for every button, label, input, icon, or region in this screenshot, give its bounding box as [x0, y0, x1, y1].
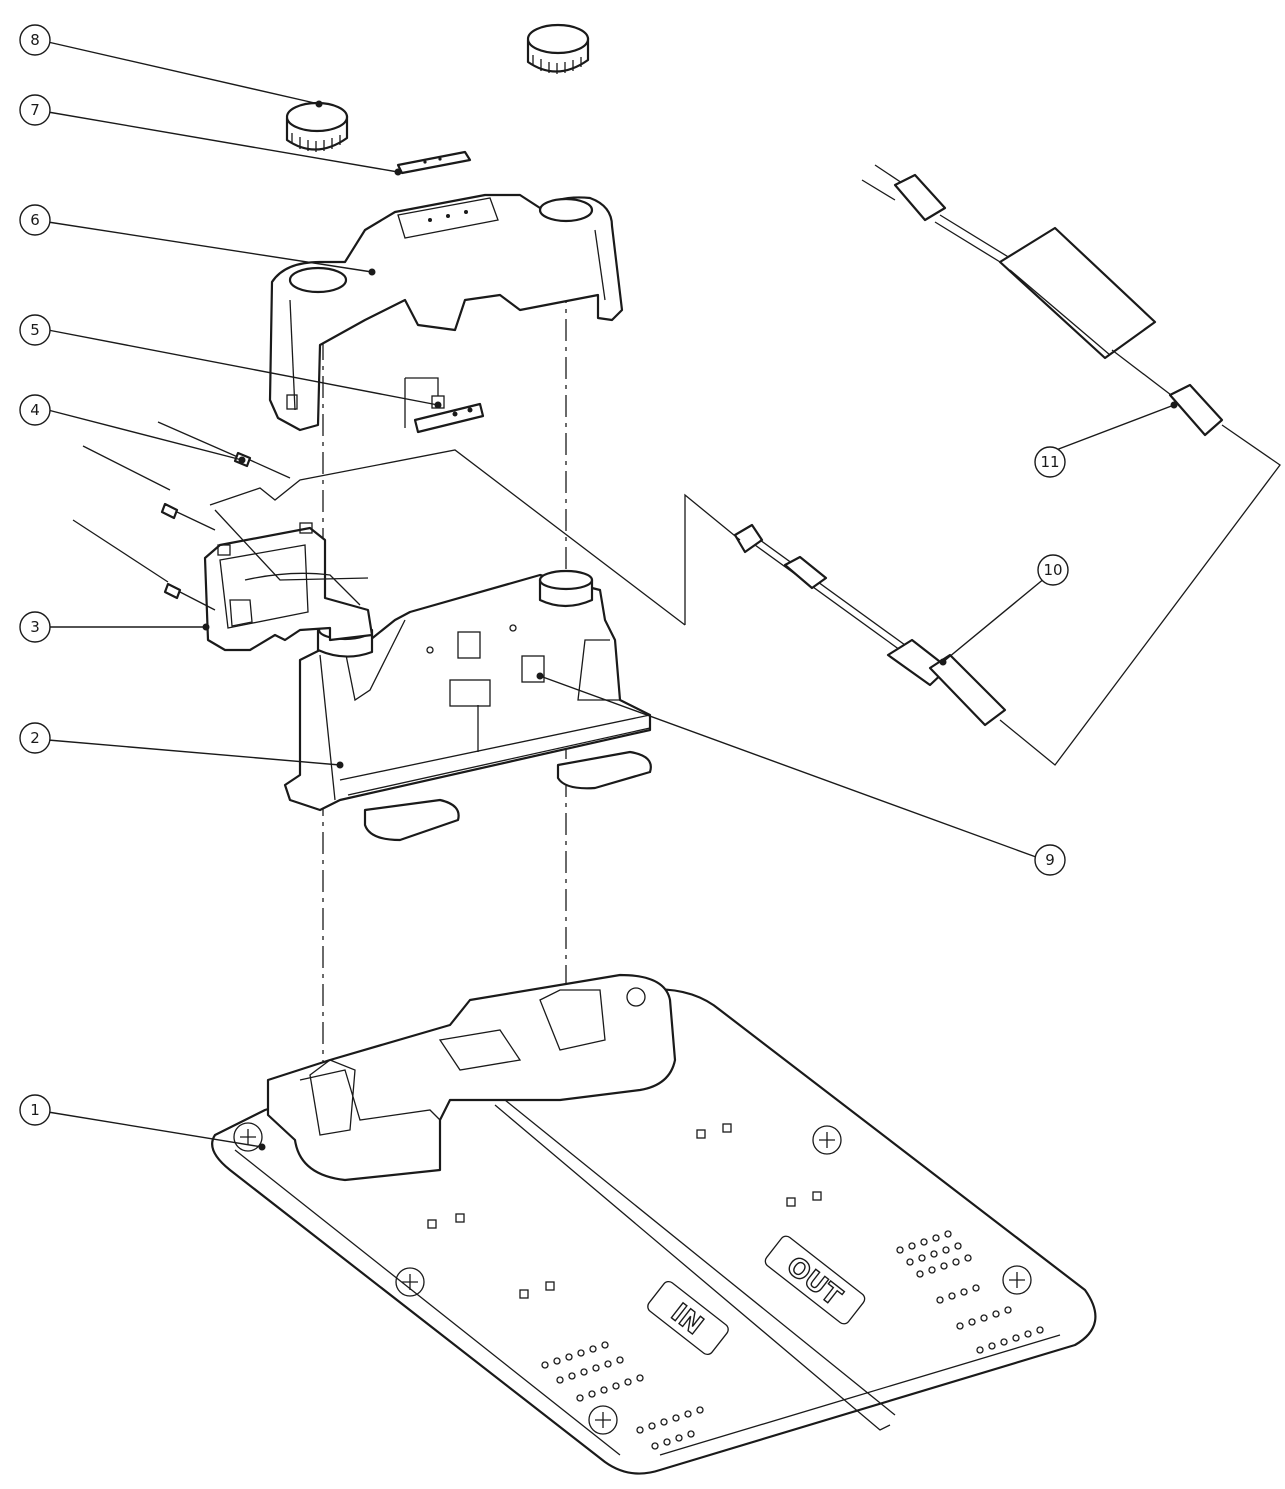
callout-10: 10 [1037, 554, 1069, 586]
callout-8: 8 [19, 24, 51, 56]
part-bracket [203, 522, 374, 652]
callout-7: 7 [19, 94, 51, 126]
callout-2-label: 2 [30, 729, 40, 747]
part-top-cover [268, 193, 624, 432]
callout-7-label: 7 [30, 101, 40, 119]
knob-left-icon [285, 101, 349, 152]
callout-2: 2 [19, 722, 51, 754]
callout-8-label: 8 [30, 31, 40, 49]
callout-4: 4 [19, 394, 51, 426]
vent-squares [427, 1123, 822, 1299]
callout-6-label: 6 [30, 211, 40, 229]
callout-4-label: 4 [30, 401, 40, 419]
perforation-right [896, 1230, 1044, 1354]
callout-11-label: 11 [1040, 453, 1059, 471]
callout-9: 9 [1034, 844, 1066, 876]
part-screws [72, 421, 291, 611]
callout-5: 5 [19, 314, 51, 346]
callout-3-label: 3 [30, 618, 40, 636]
perforation-left [541, 1341, 704, 1450]
callout-6: 6 [19, 204, 51, 236]
callout-1: 1 [19, 1094, 51, 1126]
part-pcb-strip [404, 377, 485, 434]
part-metal-plate [396, 150, 472, 175]
callout-1-label: 1 [30, 1101, 40, 1119]
callout-11: 11 [1034, 446, 1066, 478]
part-cable [684, 493, 1007, 727]
callout-5-label: 5 [30, 321, 40, 339]
callout-9-label: 9 [1045, 851, 1055, 869]
wire-guides [209, 449, 686, 626]
screw-corner-icon [233, 987, 1032, 1435]
part-knobs [285, 23, 590, 152]
callout-3: 3 [19, 611, 51, 643]
knob-right-icon [526, 23, 590, 74]
callout-10-label: 10 [1043, 561, 1062, 579]
part-base-plate: IN OUT [211, 973, 1097, 1475]
part-power-adapter [861, 164, 1281, 766]
